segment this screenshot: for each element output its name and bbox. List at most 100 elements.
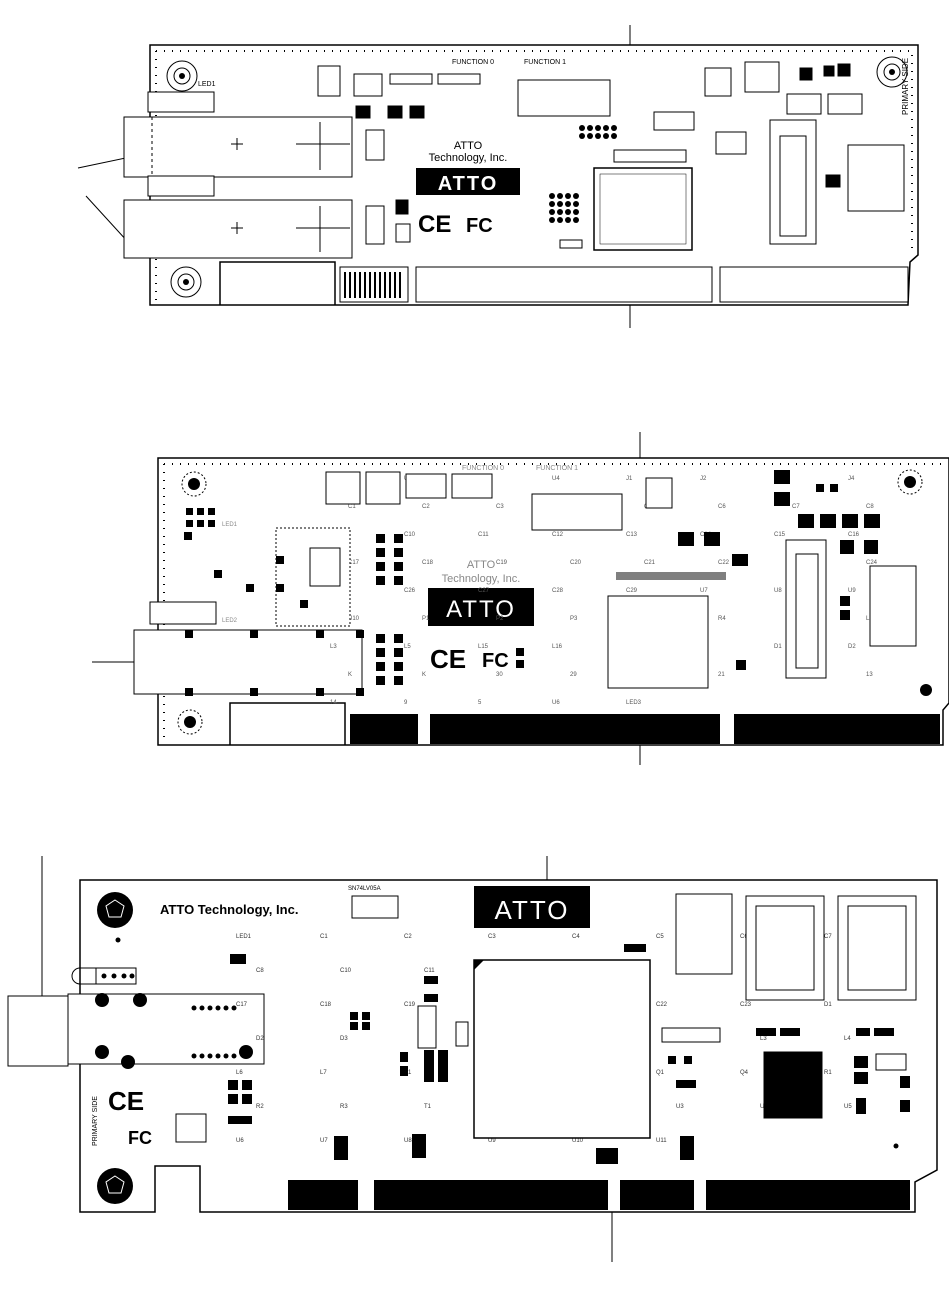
component-ref-label: C3 [488,934,496,940]
b1-pci-edge-connector [339,266,909,303]
b2-components [184,470,917,696]
component-ref-label: J4 [848,476,855,482]
component-ref-label: L3 [760,1036,767,1042]
component-ref-label: C12 [552,532,564,538]
component-ref-label: P1 [404,1070,412,1076]
component-ref-label: U8 [774,588,782,594]
component-ref-label: C17 [348,560,360,566]
callout-b1-left2 [85,195,129,243]
b2-function0: FUNCTION 0 [462,465,504,472]
component-ref-label: C8 [866,504,874,510]
b1-main-chip [593,167,693,251]
component-ref-label: C7 [792,504,800,510]
b1-fcc-mark: FC [466,215,493,237]
b2-led2: LED2 [222,618,238,624]
component-ref-label: C7 [824,934,832,940]
component-ref-label: D2 [848,644,856,650]
component-ref-label: C21 [644,560,656,566]
component-ref-label: C11 [478,532,489,538]
component-ref-label: T1 [424,1104,432,1110]
component-ref-label: 29 [570,672,577,678]
b2-company-line1: ATTO [467,559,496,571]
b2-led1: LED1 [222,522,238,528]
component-ref-label: C22 [656,1002,668,1008]
component-ref-label: D2 [256,1036,264,1042]
component-ref-label: Q4 [740,1070,749,1076]
b3-components [175,893,917,1164]
component-ref-label: C2 [404,934,412,940]
board-2: ATTO Technology, Inc. ATTO CE FC FUNCTIO… [92,432,949,765]
mount-hole-icon [177,709,203,735]
b2-logo-box [428,588,534,626]
component-ref-label: C24 [866,560,878,566]
component-ref-label: P2 [496,616,504,622]
component-ref-label: C5 [656,934,664,940]
component-ref-label: U9 [488,1138,496,1144]
component-ref-label: L6 [236,1070,243,1076]
b2-function1: FUNCTION 1 [536,465,578,472]
component-ref-label: L15 [478,644,489,650]
board-3: ATTO Technology, Inc. ATTO CE FC PRIMARY… [7,856,938,1262]
component-ref-label: C18 [422,560,434,566]
component-ref-label: C1 [320,934,328,940]
component-ref-label: U6 [236,1138,244,1144]
component-ref-label: 21 [718,672,725,678]
component-ref-label: U7 [320,1138,328,1144]
mount-hole-icon [181,471,207,497]
component-ref-label: U10 [572,1138,584,1144]
component-ref-label: C1 [348,504,356,510]
connector-rj-1 [7,967,265,1069]
component-ref-label: R3 [340,1104,348,1110]
b3-main-chip [473,959,651,1139]
b3-logo-box [474,886,590,928]
board-1-dotted-edge [155,50,913,300]
component-ref-label: K [348,672,352,678]
component-ref-label: U6 [552,700,560,706]
component-ref-label: C4 [572,934,580,940]
component-ref-label: C16 [848,532,860,538]
b1-logo-box [416,168,520,195]
component-ref-label: 9 [404,700,408,706]
component-ref-label: P3 [570,616,578,622]
connector-sfp-1 [123,91,353,178]
b2-ce-mark: CE [430,644,466,674]
component-ref-label: LED1 [236,934,252,940]
component-ref-label: U7 [700,588,708,594]
b3-company: ATTO Technology, Inc. [160,902,298,917]
component-ref-label: L7 [320,1070,327,1076]
component-ref-label: C11 [424,968,435,974]
component-ref-label: U9 [848,588,856,594]
component-ref-label: J2 [700,476,707,482]
b3-logo: ATTO [495,895,570,925]
component-ref-label: P1 [422,616,430,622]
component-ref-label: C18 [320,1002,332,1008]
component-ref-label: C10 [340,968,352,974]
component-ref-label: C20 [570,560,582,566]
component-ref-label: C2 [422,504,430,510]
b1-led-label: LED1 [198,81,216,88]
b1-components [317,61,905,249]
b2-main-chip [607,595,709,689]
component-ref-label: C6 [740,934,748,940]
b3-ce-mark: CE [108,1086,144,1116]
component-ref-label: U4 [552,476,560,482]
component-ref-label: C8 [256,968,264,974]
component-ref-label: 5 [478,700,482,706]
b1-function1: FUNCTION 1 [524,59,566,66]
component-ref-label: D1 [824,1002,832,1008]
component-ref-label: L5 [404,644,411,650]
component-ref-label: 13 [866,672,873,678]
b3-chip-label: SN74LV05A [348,886,381,892]
component-ref-label: L3 [330,644,337,650]
mount-hole-icon [97,892,133,928]
component-ref-label: C17 [236,1002,248,1008]
component-ref-label: U11 [656,1138,667,1144]
mount-hole-icon [876,56,908,88]
board-1: ATTO Technology, Inc. ATTO CE FC FUNCTIO… [77,25,919,328]
mount-hole-icon [166,60,198,92]
b2-logo: ATTO [446,596,516,623]
b3-fcc-mark: FC [128,1128,152,1148]
component-ref-label: C26 [404,588,416,594]
connector-sfp-2 [123,175,353,259]
b1-function0: FUNCTION 0 [452,59,494,66]
